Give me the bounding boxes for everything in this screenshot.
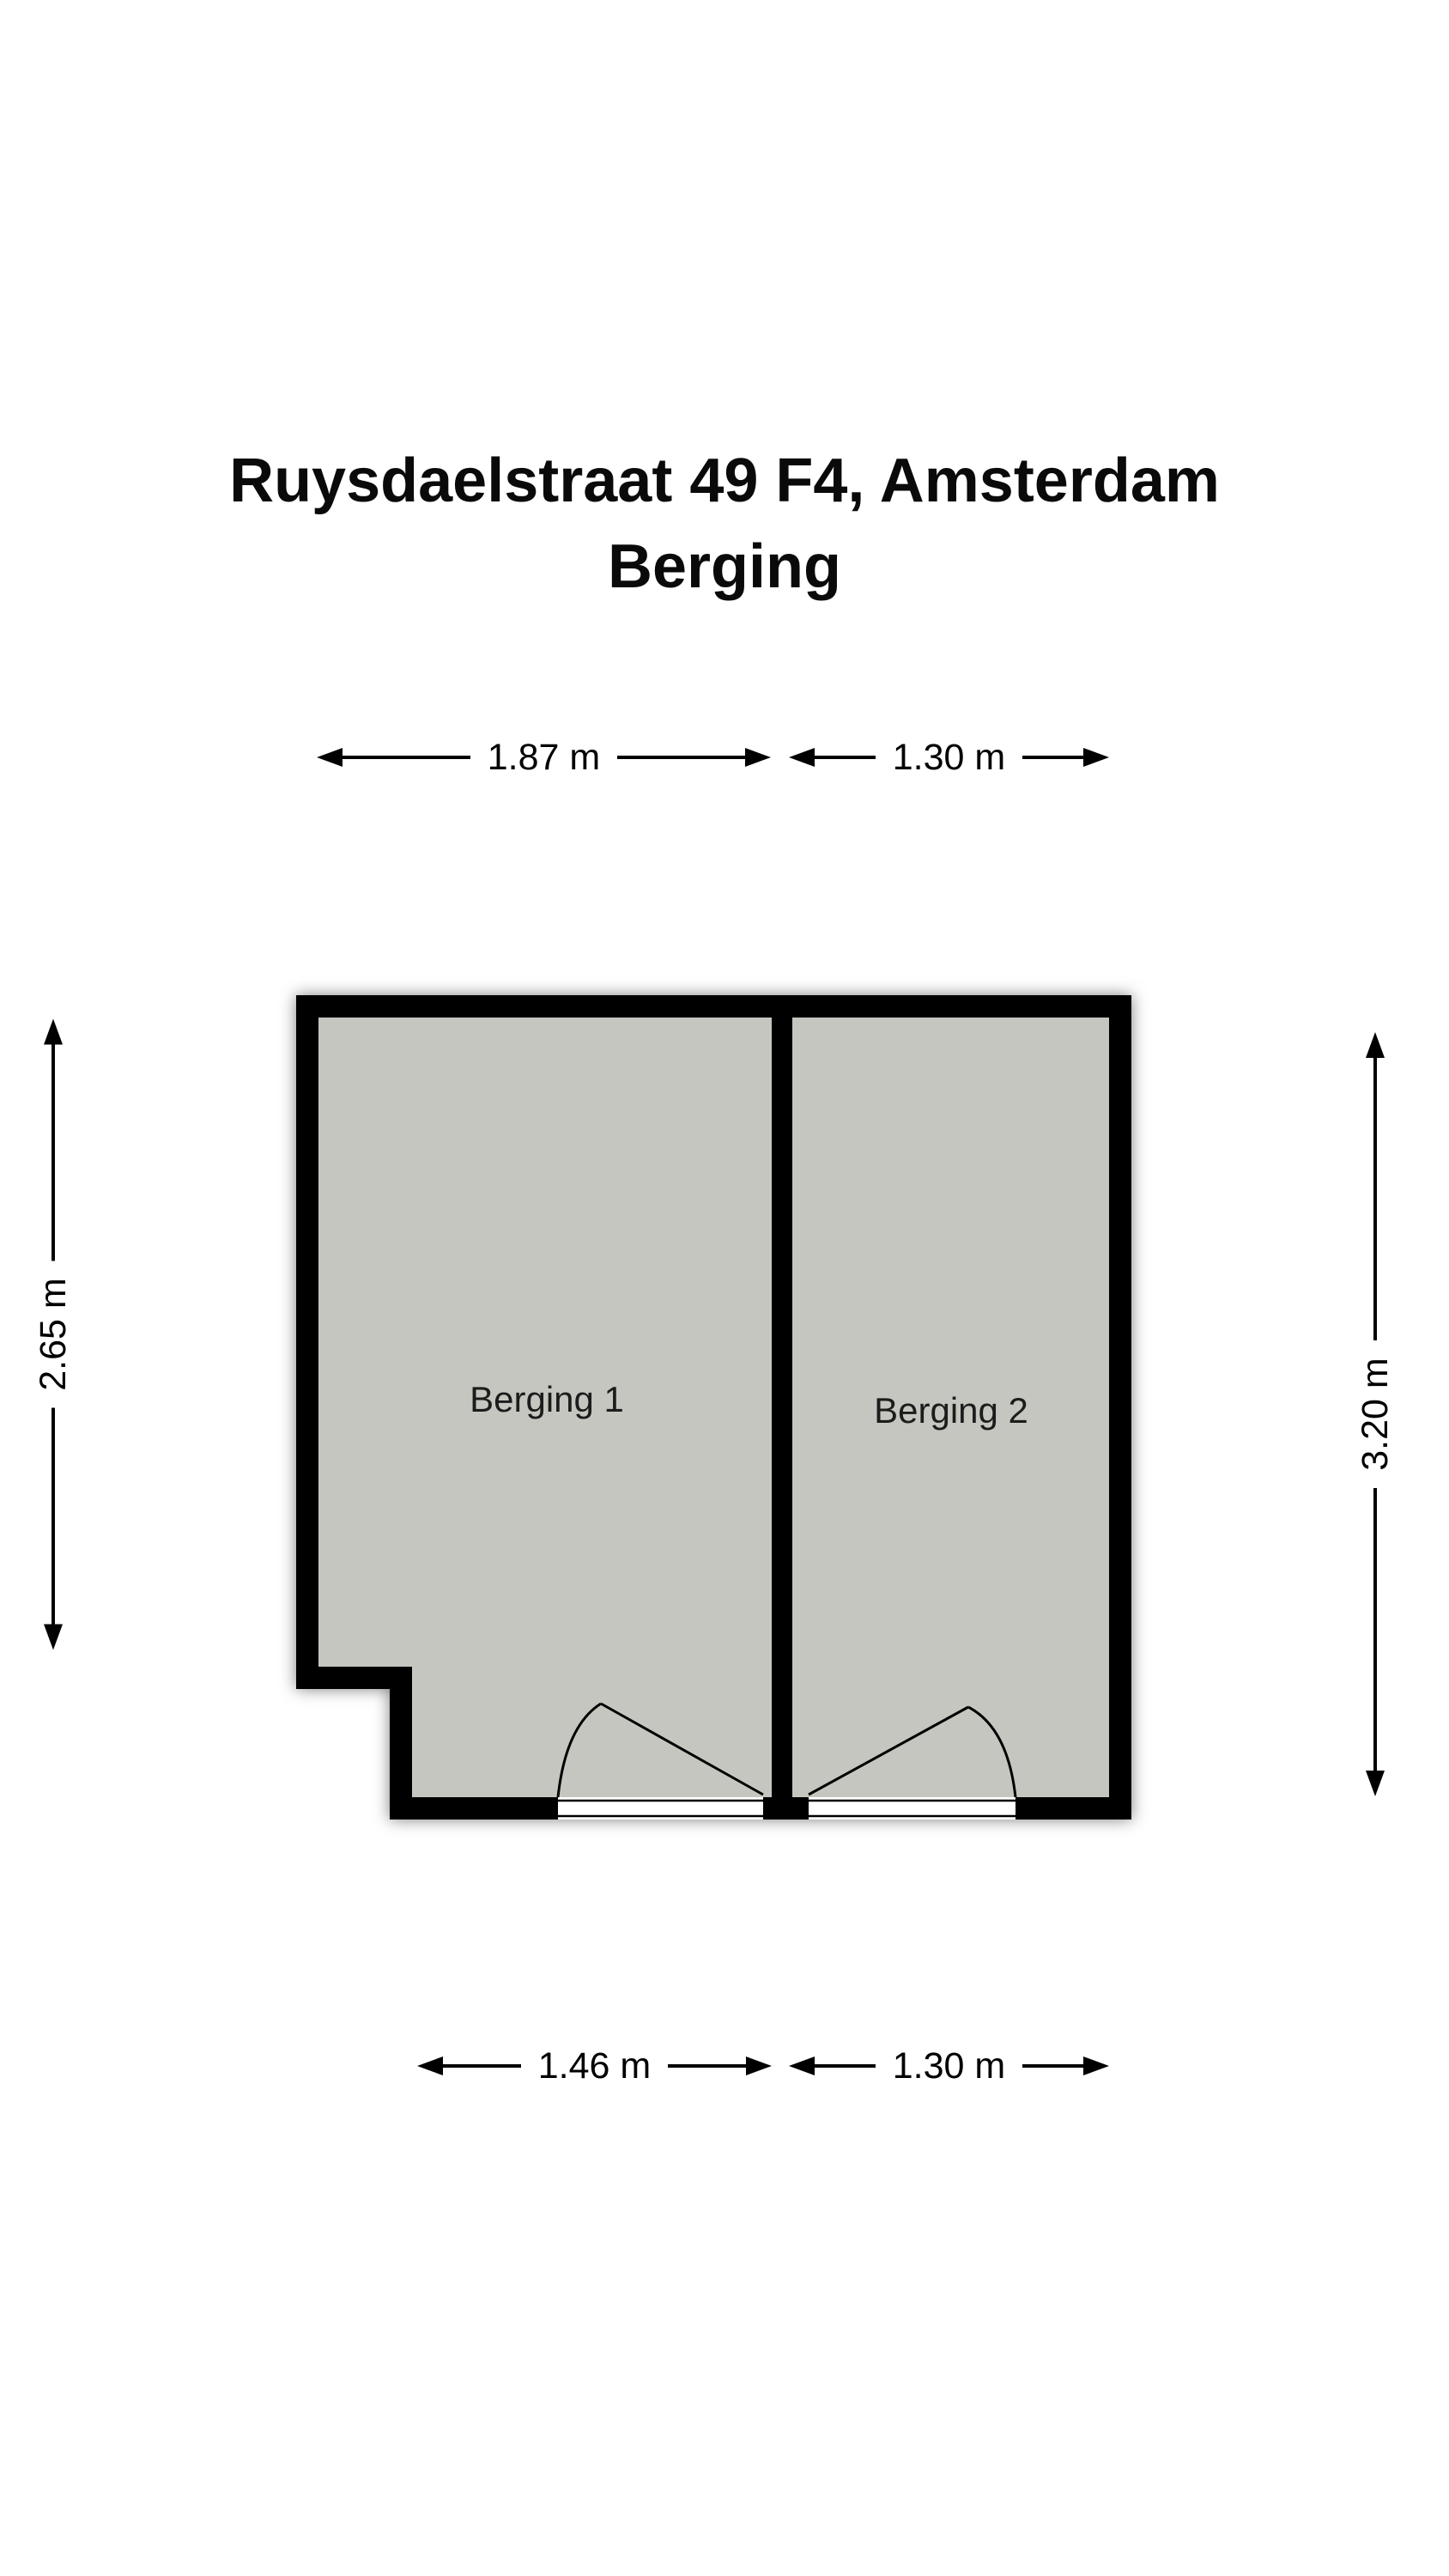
door-threshold-berging-1 [558, 1799, 763, 1818]
arrowhead-down-icon [1366, 1771, 1385, 1796]
arrowhead-left-icon [417, 2057, 443, 2075]
arrowhead-left-icon [789, 2057, 815, 2075]
arrowhead-left-icon [317, 748, 343, 767]
dimension-line [668, 2064, 746, 2068]
door-swing-arc-berging-2 [967, 1705, 1017, 1798]
dimension-value: 1.46 m [537, 2044, 652, 2087]
dimension-line [52, 1407, 55, 1625]
dimension-left-height: 2.65 m [32, 1018, 75, 1650]
arrowhead-right-icon [746, 2057, 772, 2075]
arrowhead-right-icon [745, 748, 771, 767]
dimension-line [1022, 756, 1083, 759]
dimension-line [815, 2064, 876, 2068]
title-subtitle: Berging [607, 532, 841, 601]
dimension-line [617, 756, 745, 759]
dimension-value: 1.30 m [892, 2044, 1006, 2087]
wall-left [296, 995, 318, 1689]
room-floor-berging-2 [792, 1018, 1109, 1797]
dimension-bottom-width-right: 1.30 m [789, 2044, 1109, 2087]
arrowhead-right-icon [1083, 2057, 1109, 2075]
dimension-value: 3.20 m [1354, 1358, 1396, 1471]
dimension-right-height: 3.20 m [1354, 1032, 1397, 1796]
dimension-line [1373, 1058, 1377, 1341]
arrowhead-down-icon [44, 1624, 63, 1650]
wall-notch-vertical [390, 1667, 412, 1820]
dimension-line [443, 2064, 521, 2068]
dimension-value: 1.30 m [892, 736, 1006, 778]
room-label-berging-2: Berging 2 [874, 1390, 1028, 1431]
room-label-berging-1: Berging 1 [470, 1379, 624, 1419]
dimension-value: 1.87 m [487, 736, 601, 778]
page-title: Ruysdaelstraat 49 F4, Amsterdam Berging [0, 438, 1449, 610]
arrowhead-left-icon [789, 748, 815, 767]
dimension-value: 2.65 m [32, 1278, 74, 1391]
dimension-line [1022, 2064, 1083, 2068]
wall-right [1109, 995, 1131, 1820]
door-threshold-berging-2 [809, 1799, 1016, 1818]
dimension-line [815, 756, 876, 759]
wall-top [296, 995, 1131, 1018]
dimension-bottom-width-left: 1.46 m [417, 2044, 772, 2087]
title-address: Ruysdaelstraat 49 F4, Amsterdam [229, 447, 1220, 515]
door-leaf-berging-2 [808, 1705, 969, 1796]
arrowhead-up-icon [44, 1018, 63, 1045]
wall-divider [772, 995, 792, 1820]
room-floor-berging-1 [318, 1018, 772, 1797]
door-leaf-berging-1 [600, 1702, 764, 1796]
dimension-line [1373, 1487, 1377, 1771]
dimension-line [52, 1044, 55, 1261]
dimension-line [343, 756, 470, 759]
arrowhead-right-icon [1083, 748, 1109, 767]
door-swing-arc-berging-1 [556, 1702, 602, 1798]
arrowhead-up-icon [1366, 1032, 1385, 1058]
dimension-top-width-left: 1.87 m [317, 736, 771, 779]
dimension-top-width-right: 1.30 m [789, 736, 1109, 779]
